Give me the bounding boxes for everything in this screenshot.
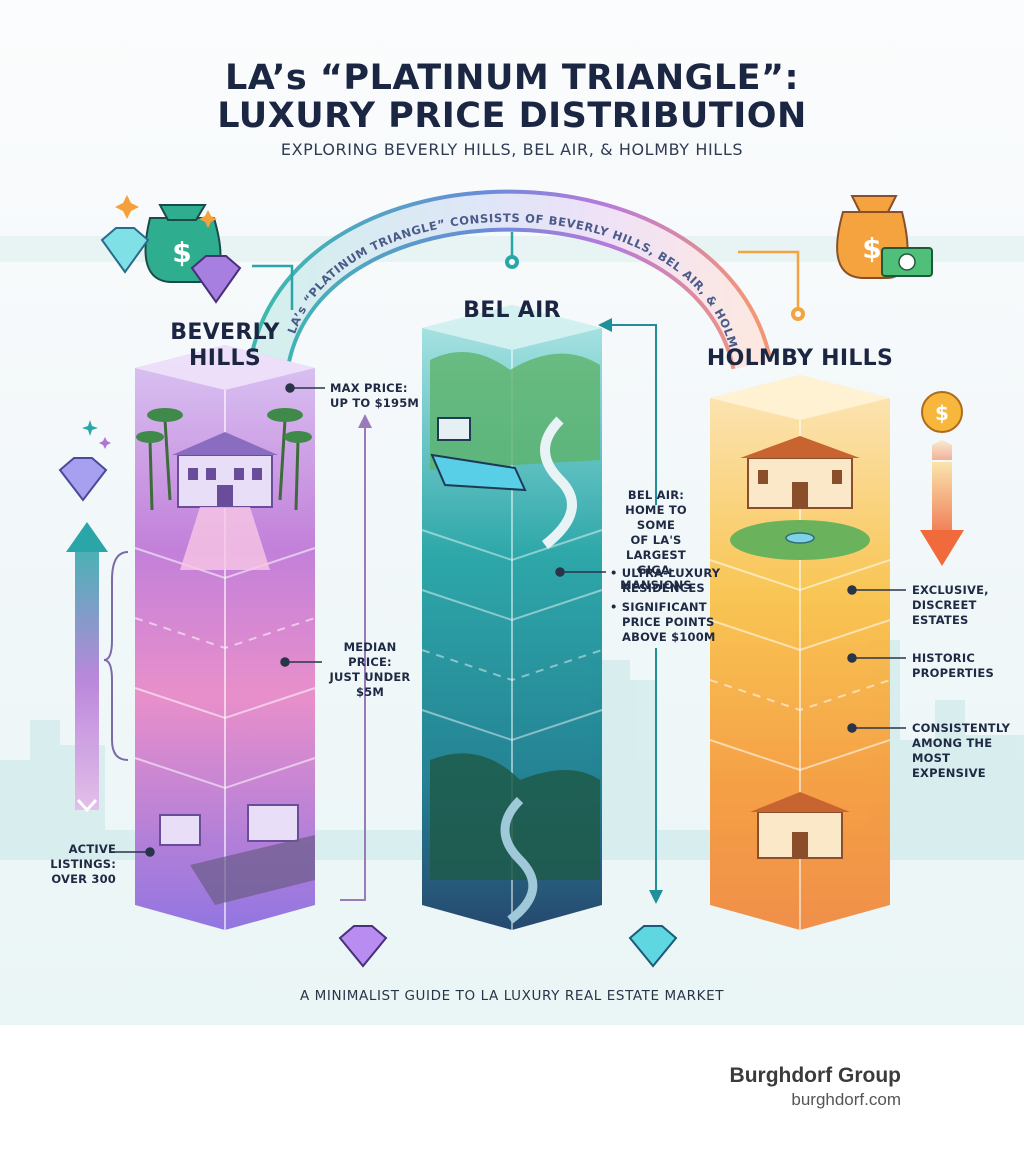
bel-air-label: BEL AIR [463, 298, 561, 323]
footer-caption: A MINIMALIST GUIDE TO LA LUXURY REAL EST… [299, 988, 725, 1004]
page-subtitle: EXPLORING BEVERLY HILLS, BEL AIR, & HOLM… [280, 140, 744, 159]
beverly-hills-label: BEVERLY HILLS [140, 320, 310, 372]
consistently-expensive-annotation: CONSISTENTLY AMONG THE MOST EXPENSIVE [912, 721, 1010, 781]
infographic-graphic: LA’s “PLATINUM TRIANGLE” CONSISTS OF BEV… [0, 0, 1024, 968]
holmby-hills-label: HOLMBY HILLS [706, 346, 894, 371]
bel-air-home-line-3: OF LA'S [630, 533, 682, 547]
brand-name: Burghdorf Group [729, 1064, 901, 1087]
money-bag-icon: $ [836, 195, 909, 279]
right-scale-arrow [920, 440, 964, 566]
historic-line-1: HISTORIC [912, 651, 975, 665]
palm-tree-icon [148, 419, 300, 511]
median-price-line-2: JUST UNDER [329, 670, 411, 684]
arch-caption: LA’s “PLATINUM TRIANGLE” CONSISTS OF BEV… [0, 0, 740, 350]
historic-line-2: PROPERTIES [912, 666, 994, 680]
page-title-line-1: LA’s “PLATINUM TRIANGLE”: [224, 58, 800, 98]
max-price-line-2: UP TO $195M [330, 396, 420, 410]
exclusive-line-3: ESTATES [912, 613, 969, 627]
left-scale-arrow [66, 522, 129, 813]
median-price-line-1: MEDIAN PRICE: [343, 640, 397, 669]
svg-text:$: $ [172, 236, 191, 269]
price-arrows [340, 318, 663, 904]
median-price-annotation: MEDIAN PRICE: JUST UNDER $5M [322, 640, 418, 700]
max-price-line-1: MAX PRICE: [330, 381, 408, 395]
active-listings-annotation: ACTIVE LISTINGS: OVER 300 [42, 842, 116, 887]
bel-air-home-line-4: LARGEST [626, 548, 686, 562]
consistently-line-4: EXPENSIVE [912, 766, 986, 780]
bel-air-column [421, 305, 603, 930]
page-title-line-2: LUXURY PRICE DISTRIBUTION [217, 96, 807, 136]
exclusive-estates-annotation: EXCLUSIVE, DISCREET ESTATES [912, 583, 989, 628]
price-points-line-2: PRICE POINTS [622, 615, 715, 629]
active-listings-line-2: LISTINGS: [50, 857, 116, 871]
dollar-coin-icon: $ [921, 391, 963, 433]
price-points-annotation: • SIGNIFICANT PRICE POINTS ABOVE $100M [610, 600, 716, 645]
historic-properties-annotation: HISTORIC PROPERTIES [912, 651, 994, 681]
beverly-hills-label-line-1: BEVERLY [170, 320, 280, 345]
pool-icon [430, 453, 527, 492]
svg-text:LA’s “PLATINUM TRIANGLE” CONSI: LA’s “PLATINUM TRIANGLE” CONSISTS OF BEV… [0, 0, 740, 350]
active-listings-line-1: ACTIVE [68, 842, 116, 856]
banknote-icon [881, 247, 933, 277]
svg-text:$: $ [862, 232, 881, 265]
bel-air-home-annotation: BEL AIR: HOME TO SOME OF LA'S LARGEST GI… [604, 488, 708, 593]
consistently-line-1: CONSISTENTLY [912, 721, 1011, 735]
bel-air-home-line-1: BEL AIR: [627, 488, 685, 502]
holmby-hills-column [709, 375, 891, 930]
bel-air-home-line-2: HOME TO SOME [625, 503, 687, 532]
bel-air-home-line-5: GIGA-MANSIONS [620, 563, 692, 592]
exclusive-line-2: DISCREET [912, 598, 977, 612]
sparkle-icon [82, 195, 217, 449]
price-points-line-3: ABOVE $100M [622, 630, 716, 644]
triangle-arch: LA’s “PLATINUM TRIANGLE” CONSISTS OF BEV… [0, 0, 773, 370]
consistently-line-3: MOST [912, 751, 951, 765]
diamond-icon [58, 227, 678, 968]
ultra-luxury-annotation: • ULTRA-LUXURY RESIDENCES [610, 566, 720, 596]
ultra-luxury-line-1: • ULTRA-LUXURY [610, 566, 721, 580]
exclusive-line-1: EXCLUSIVE, [912, 583, 989, 597]
price-points-line-1: • SIGNIFICANT [610, 600, 707, 614]
annotation-leaders [110, 383, 906, 857]
active-listings-line-3: OVER 300 [51, 872, 116, 886]
infographic-canvas: LA’s “PLATINUM TRIANGLE” CONSISTS OF BEV… [0, 0, 1024, 1025]
beverly-hills-label-line-2: HILLS [189, 346, 261, 371]
beverly-hills-column [134, 345, 316, 930]
ultra-luxury-line-2: RESIDENCES [622, 581, 705, 595]
svg-text:$: $ [935, 401, 949, 425]
consistently-line-2: AMONG THE [912, 736, 993, 750]
median-price-line-3: $5M [355, 685, 385, 699]
max-price-annotation: MAX PRICE: UP TO $195M [330, 381, 419, 411]
brand-url[interactable]: burghdorf.com [791, 1090, 901, 1109]
